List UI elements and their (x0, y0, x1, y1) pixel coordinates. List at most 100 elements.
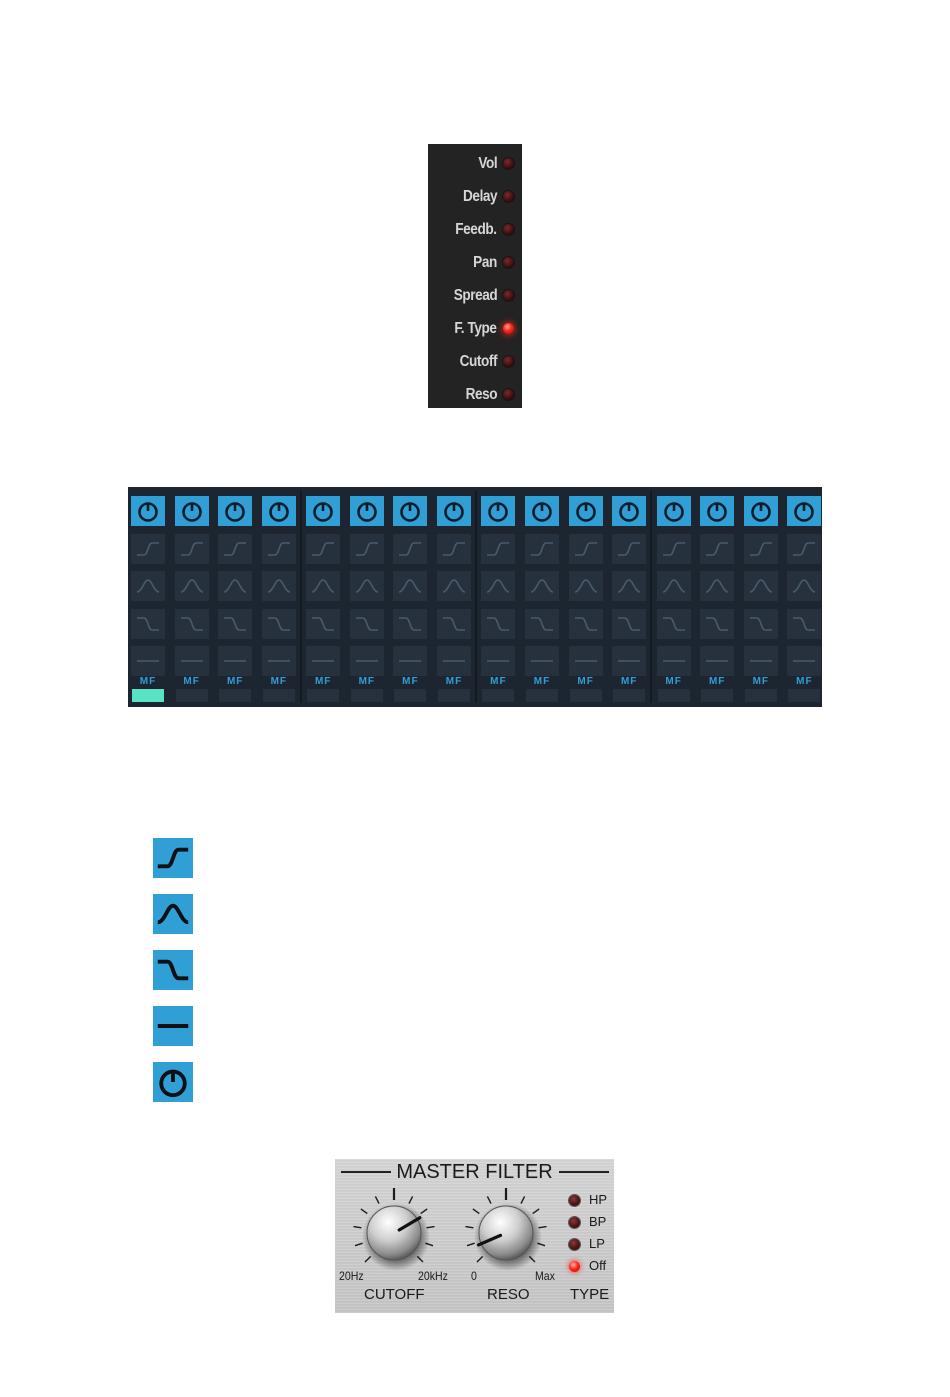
step-cell-bandpass[interactable] (525, 571, 559, 601)
step-cell-off[interactable] (218, 496, 252, 526)
step-cell-lowpass[interactable] (787, 609, 821, 639)
step-cell-lowpass[interactable] (131, 609, 165, 639)
step-cell-off[interactable] (175, 496, 209, 526)
step-cell-off[interactable] (131, 496, 165, 526)
param-item-3[interactable]: Pan (428, 246, 522, 279)
param-led-off[interactable] (503, 389, 514, 400)
step-cell-lowpass[interactable] (175, 609, 209, 639)
type-led-off[interactable] (569, 1261, 580, 1272)
type-led-bp[interactable] (569, 1217, 580, 1228)
param-led-off[interactable] (503, 191, 514, 202)
step-cell-bandpass[interactable] (306, 571, 340, 601)
step-cell-lowpass[interactable] (612, 609, 646, 639)
step-cell-off[interactable] (393, 496, 427, 526)
step-cell-highpass[interactable] (525, 534, 559, 564)
step-cell-highpass[interactable] (657, 534, 691, 564)
step-cell-off[interactable] (306, 496, 340, 526)
param-item-1[interactable]: Delay (428, 180, 522, 213)
step-cell-off[interactable] (744, 496, 778, 526)
step-cell-bandpass[interactable] (744, 571, 778, 601)
param-item-5[interactable]: F. Type (428, 312, 522, 345)
step-cell-lowpass[interactable] (218, 609, 252, 639)
step-cell-flat[interactable] (569, 646, 603, 676)
step-cell-lowpass[interactable] (437, 609, 471, 639)
param-led-off[interactable] (503, 290, 514, 301)
step-cell-lowpass[interactable] (657, 609, 691, 639)
step-cell-highpass[interactable] (306, 534, 340, 564)
step-cell-lowpass[interactable] (306, 609, 340, 639)
step-cell-bandpass[interactable] (175, 571, 209, 601)
param-led-on[interactable] (503, 323, 514, 334)
step-cell-highpass[interactable] (262, 534, 296, 564)
step-cell-bandpass[interactable] (437, 571, 471, 601)
step-cell-off[interactable] (569, 496, 603, 526)
step-cell-highpass[interactable] (175, 534, 209, 564)
step-cell-bandpass[interactable] (218, 571, 252, 601)
step-cell-highpass[interactable] (131, 534, 165, 564)
param-led-off[interactable] (503, 356, 514, 367)
step-cell-flat[interactable] (700, 646, 734, 676)
type-led-lp[interactable] (569, 1239, 580, 1250)
step-cell-bandpass[interactable] (262, 571, 296, 601)
step-cell-bandpass[interactable] (481, 571, 515, 601)
step-cell-highpass[interactable] (218, 534, 252, 564)
step-cell-flat[interactable] (350, 646, 384, 676)
param-led-off[interactable] (503, 224, 514, 235)
step-cell-lowpass[interactable] (569, 609, 603, 639)
step-cell-lowpass[interactable] (393, 609, 427, 639)
step-cell-highpass[interactable] (787, 534, 821, 564)
step-cell-lowpass[interactable] (525, 609, 559, 639)
type-led-hp[interactable] (569, 1195, 580, 1206)
step-cell-off[interactable] (525, 496, 559, 526)
step-cell-off[interactable] (787, 496, 821, 526)
step-cell-flat[interactable] (744, 646, 778, 676)
step-cell-off[interactable] (437, 496, 471, 526)
step-cell-highpass[interactable] (744, 534, 778, 564)
step-cell-bandpass[interactable] (612, 571, 646, 601)
step-cell-highpass[interactable] (569, 534, 603, 564)
step-cell-flat[interactable] (612, 646, 646, 676)
step-cell-flat[interactable] (175, 646, 209, 676)
step-cell-flat[interactable] (393, 646, 427, 676)
step-cell-flat[interactable] (481, 646, 515, 676)
step-cell-flat[interactable] (437, 646, 471, 676)
step-cell-lowpass[interactable] (700, 609, 734, 639)
step-cell-highpass[interactable] (393, 534, 427, 564)
step-cell-lowpass[interactable] (350, 609, 384, 639)
step-cell-off[interactable] (262, 496, 296, 526)
param-item-0[interactable]: Vol (428, 147, 522, 180)
step-cell-highpass[interactable] (437, 534, 471, 564)
step-cell-flat[interactable] (525, 646, 559, 676)
param-led-off[interactable] (503, 257, 514, 268)
step-cell-flat[interactable] (657, 646, 691, 676)
step-cell-flat[interactable] (306, 646, 340, 676)
reso-knob[interactable] (451, 1183, 561, 1275)
param-item-2[interactable]: Feedb. (428, 213, 522, 246)
step-cell-off[interactable] (612, 496, 646, 526)
step-cell-bandpass[interactable] (131, 571, 165, 601)
step-cell-bandpass[interactable] (350, 571, 384, 601)
param-item-6[interactable]: Cutoff (428, 345, 522, 378)
step-cell-bandpass[interactable] (569, 571, 603, 601)
step-cell-flat[interactable] (218, 646, 252, 676)
step-cell-highpass[interactable] (700, 534, 734, 564)
step-cell-lowpass[interactable] (262, 609, 296, 639)
step-cell-flat[interactable] (131, 646, 165, 676)
step-cell-highpass[interactable] (481, 534, 515, 564)
step-cell-bandpass[interactable] (657, 571, 691, 601)
param-item-4[interactable]: Spread (428, 279, 522, 312)
step-cell-bandpass[interactable] (700, 571, 734, 601)
step-cell-off[interactable] (350, 496, 384, 526)
step-cell-off[interactable] (700, 496, 734, 526)
step-cell-lowpass[interactable] (744, 609, 778, 639)
param-led-off[interactable] (503, 158, 514, 169)
step-cell-bandpass[interactable] (787, 571, 821, 601)
step-cell-off[interactable] (481, 496, 515, 526)
param-item-7[interactable]: Reso (428, 378, 522, 411)
step-cell-flat[interactable] (787, 646, 821, 676)
cutoff-knob[interactable] (339, 1183, 449, 1275)
step-cell-bandpass[interactable] (393, 571, 427, 601)
step-cell-off[interactable] (657, 496, 691, 526)
step-cell-highpass[interactable] (612, 534, 646, 564)
step-cell-flat[interactable] (262, 646, 296, 676)
